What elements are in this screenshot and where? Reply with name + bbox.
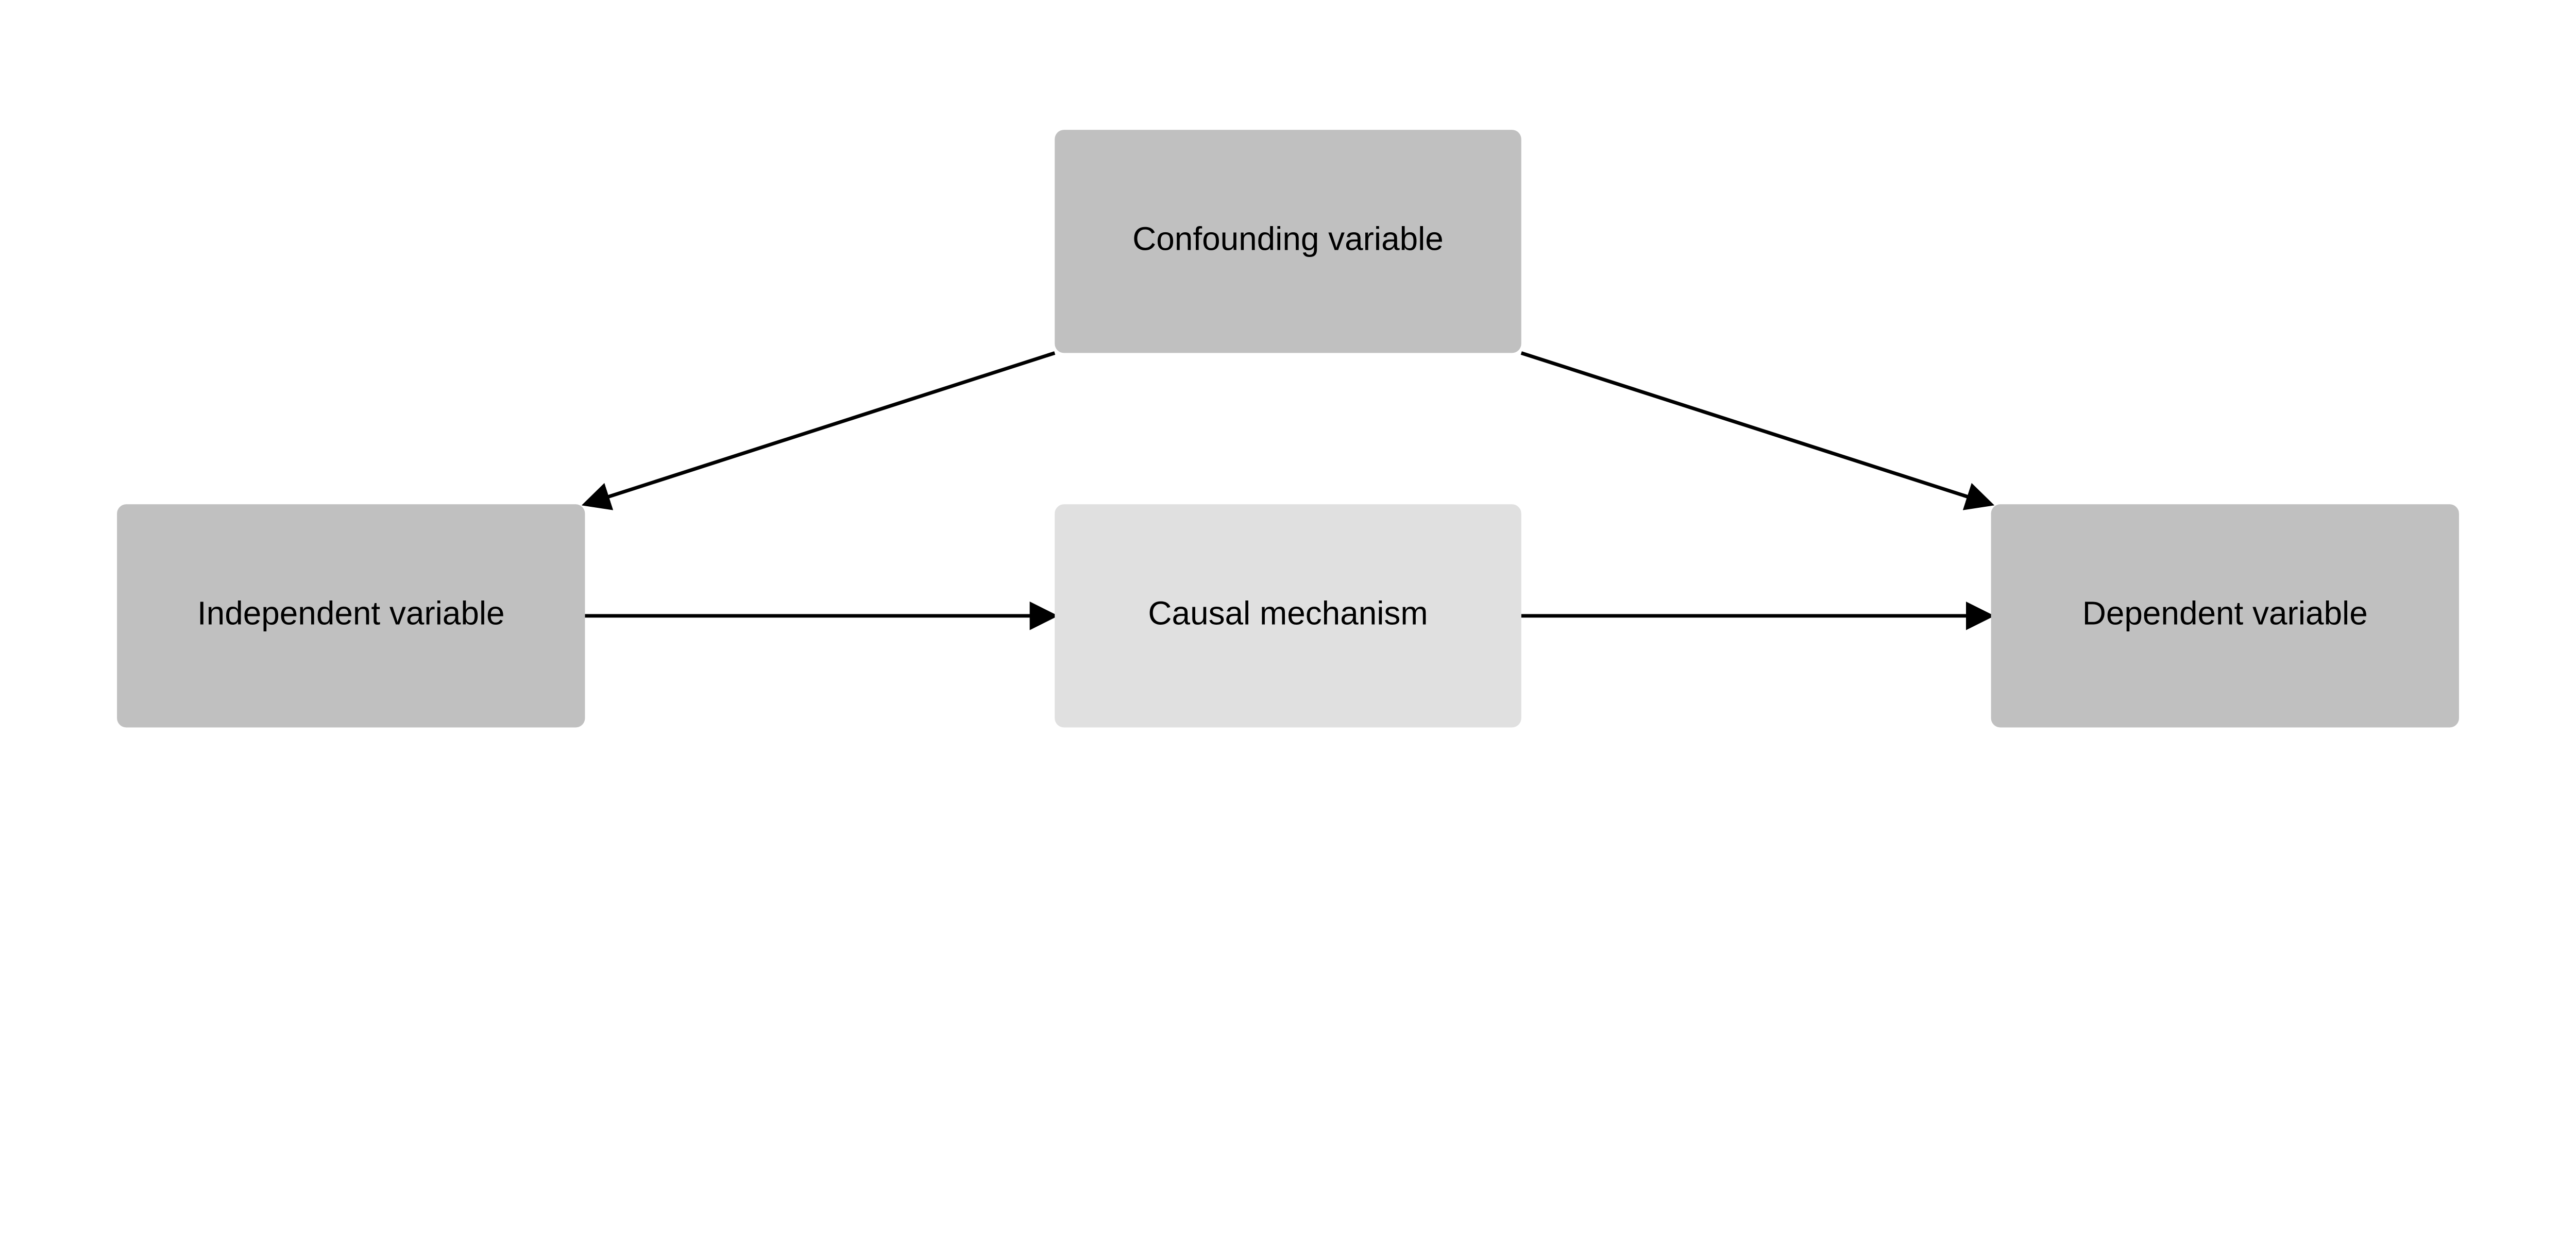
node-independent: Independent variable xyxy=(117,504,585,728)
arrow-confounding-to-dependent xyxy=(1520,351,1995,510)
node-label: Confounding variable xyxy=(1132,220,1444,258)
node-box xyxy=(1055,504,1521,728)
causal-diagram: Confounding variable Independent variabl… xyxy=(117,130,2459,728)
node-label: Independent variable xyxy=(197,595,505,632)
node-dependent: Dependent variable xyxy=(1991,504,2459,728)
node-label: Dependent variable xyxy=(2082,595,2368,632)
node-confounding: Confounding variable xyxy=(1055,130,1521,353)
node-mechanism: Causal mechanism xyxy=(1055,504,1521,728)
arrow-confounding-to-independent xyxy=(581,351,1056,510)
node-box xyxy=(117,504,585,728)
node-box xyxy=(1991,504,2459,728)
node-box xyxy=(1055,130,1521,353)
node-label: Causal mechanism xyxy=(1148,595,1428,632)
